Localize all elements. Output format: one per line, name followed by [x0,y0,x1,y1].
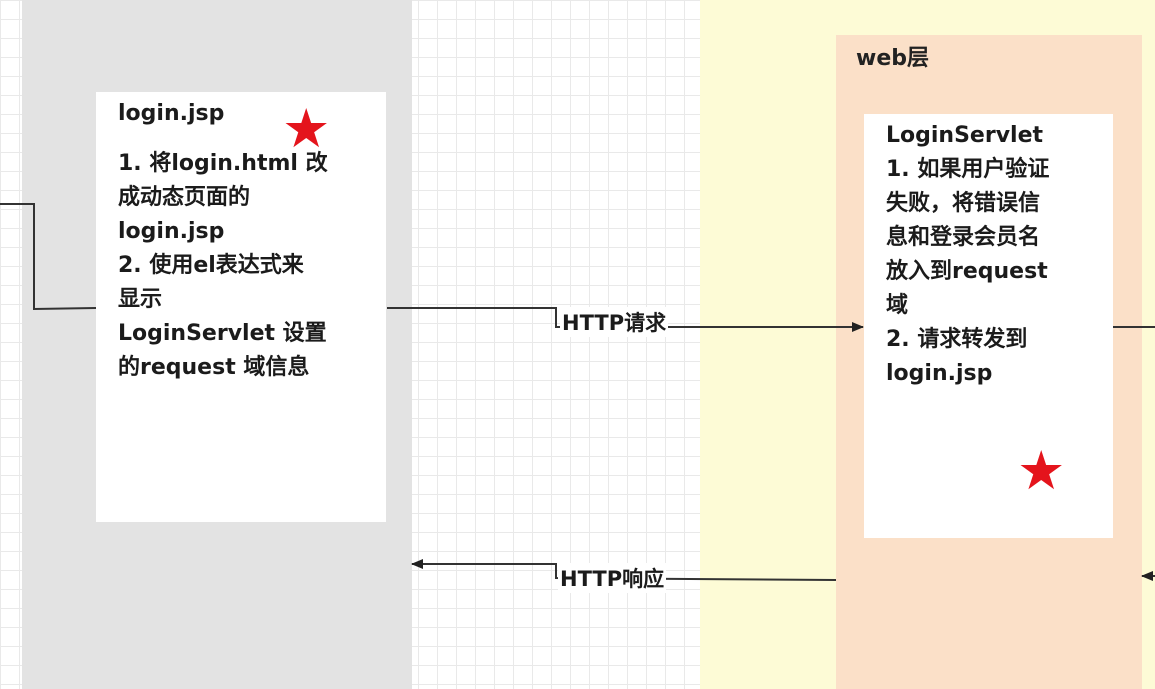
login-servlet-card: LoginServlet 1. 如果用户验证 失败，将错误信 息和登录会员名 放… [864,114,1113,538]
http-response-label: HTTP响应 [558,563,667,593]
login-jsp-description: 1. 将login.html 改 成动态页面的 login.jsp 2. 使用e… [118,151,328,380]
login-jsp-card: login.jsp 1. 将login.html 改 成动态页面的 login.… [96,92,386,522]
star-icon: ★ [1017,439,1066,502]
web-layer-title: web层 [856,46,929,71]
http-request-label: HTTP请求 [560,307,669,337]
incoming-connector [0,203,97,311]
star-icon: ★ [282,97,331,160]
login-jsp-title: login.jsp [118,101,225,126]
http-request-arrow [387,307,864,332]
http-response-arrow [411,559,837,581]
login-servlet-title: LoginServlet [886,123,1044,148]
login-servlet-description: 1. 如果用户验证 失败，将错误信 息和登录会员名 放入到request 域 2… [886,157,1050,386]
